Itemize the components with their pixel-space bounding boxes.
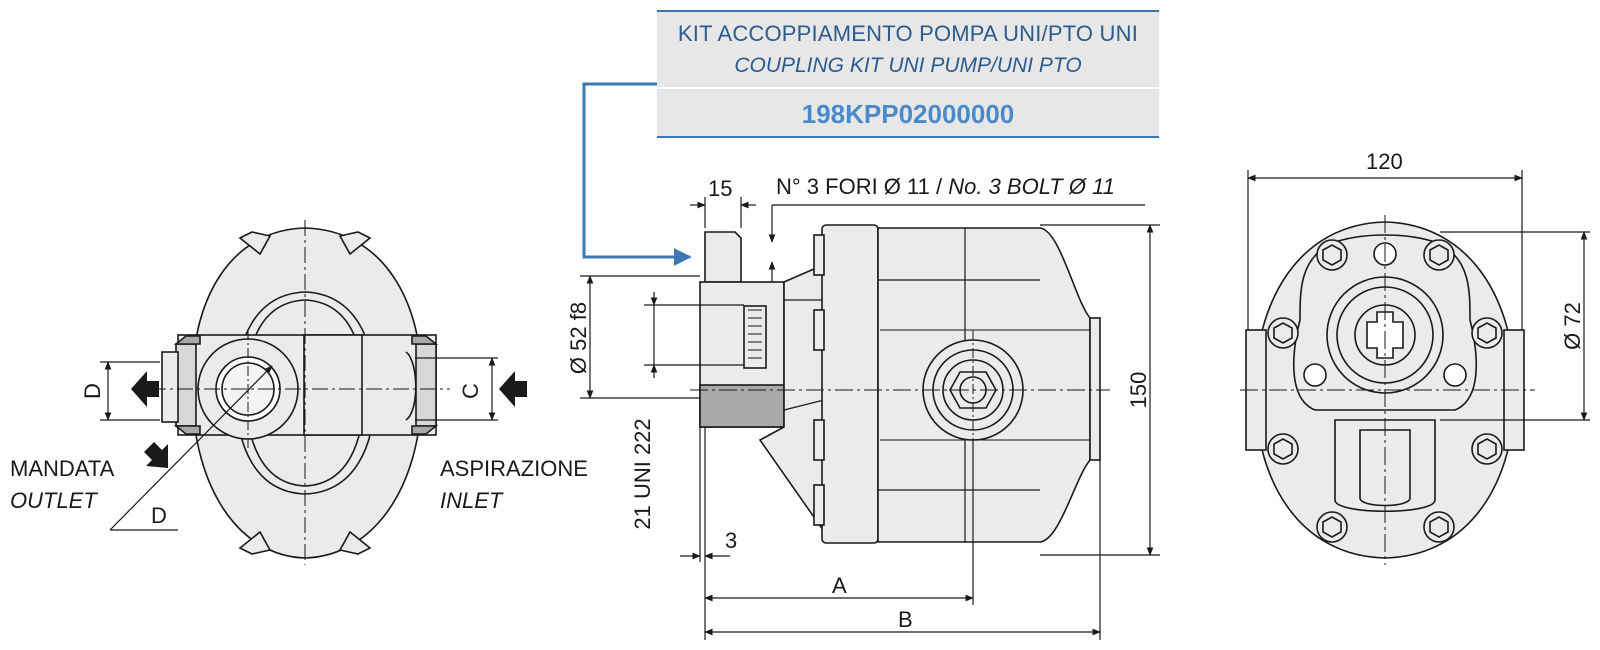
kit-title-english: COUPLING KIT UNI PUMP/UNI PTO [734, 54, 1082, 77]
dim-length-a: A [832, 573, 847, 598]
dim-height: 150 [1126, 372, 1151, 409]
outlet-label-it: MANDATA [10, 456, 115, 481]
dim-bolt-holes: N° 3 FORI Ø 11 / No. 3 BOLT Ø 11 [776, 174, 1115, 199]
right-end-view [1240, 215, 1535, 565]
dim-d-side-label: D [80, 383, 105, 399]
dim-bolt-holes-it: N° 3 FORI Ø 11 / [776, 174, 948, 199]
outlet-label-en: OUTLET [10, 488, 98, 513]
side-view-pump [690, 224, 1110, 544]
dim-d-diagonal [109, 365, 273, 531]
inlet-label-it: ASPIRAZIONE [440, 456, 588, 481]
dim-flange-thickness: 15 [708, 176, 732, 201]
side-dimension-lines [580, 197, 1160, 640]
dim-bolt-holes-en: No. 3 BOLT Ø 11 [948, 174, 1115, 199]
left-end-view [150, 220, 450, 565]
kit-leader-line [582, 82, 692, 266]
dim-length-b: B [898, 607, 913, 632]
dim-c-label: C [458, 383, 483, 399]
right-dimension-lines [1247, 170, 1590, 421]
outlet-arrow-icon [131, 371, 159, 407]
dim-shoulder: 3 [725, 528, 737, 553]
coupling-kit-box: KIT ACCOPPIAMENTO POMPA UNI/PTO UNI COUP… [657, 10, 1159, 138]
dim-width: 120 [1366, 149, 1403, 174]
kit-code: 198KPP02000000 [801, 99, 1015, 129]
kit-title-italian: KIT ACCOPPIAMENTO POMPA UNI/PTO UNI [677, 21, 1139, 46]
kit-title-row: KIT ACCOPPIAMENTO POMPA UNI/PTO UNI COUP… [657, 12, 1159, 89]
dim-pilot-diameter: Ø 52 f8 [566, 302, 591, 374]
inlet-label-en: INLET [440, 488, 504, 513]
dim-bolt-circle: Ø 72 [1560, 302, 1585, 350]
dim-shaft-spec: 21 UNI 222 [630, 418, 655, 529]
dim-c-vertical [415, 357, 498, 421]
outlet-diagonal-arrow-icon [144, 442, 168, 468]
dim-d-diagonal-label: D [151, 503, 167, 528]
bolt-heads [1267, 239, 1503, 543]
inlet-arrow-icon [499, 371, 527, 407]
dim-d-vertical [100, 361, 160, 421]
